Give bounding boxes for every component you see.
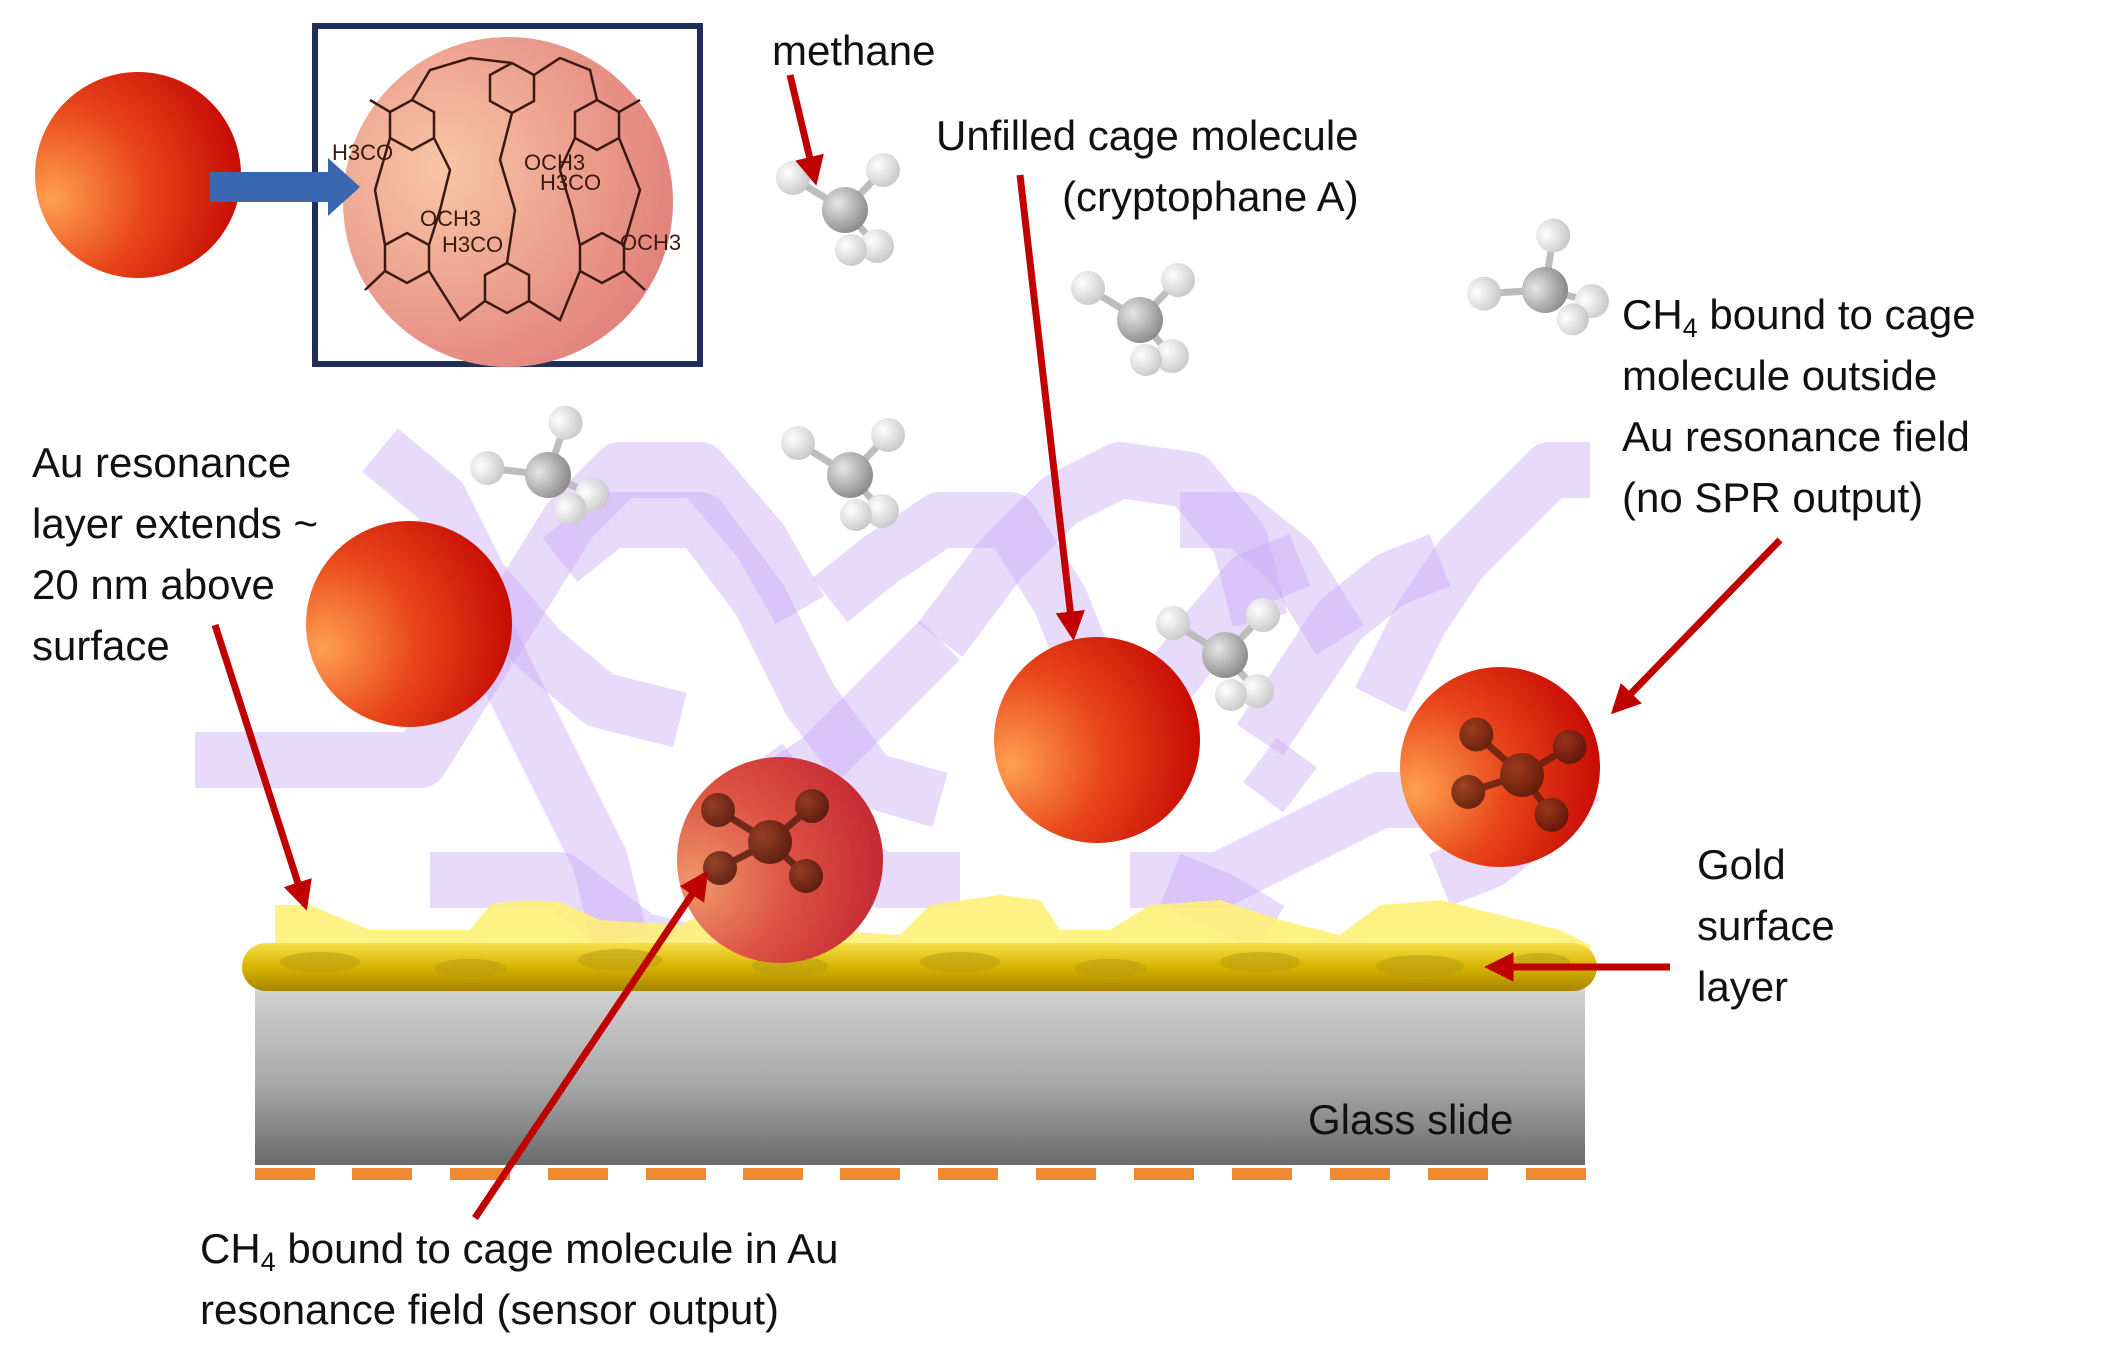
label-gold-line1: Gold	[1697, 841, 1786, 888]
label-outside-field: CH4 bound to cage molecule outside Au re…	[1622, 284, 1976, 528]
label-gold-surface: Gold surface layer	[1697, 834, 1835, 1017]
cryptophane-inset: H3CO OCH3 H3CO OCH3 H3CO OCH3	[312, 23, 703, 367]
filled-cage-in-field	[677, 757, 883, 963]
blue-arrow	[210, 158, 360, 216]
label-outside-line3: Au resonance field	[1622, 413, 1970, 460]
h3co-left: H3CO	[332, 140, 393, 165]
h3co-mid: H3CO	[540, 170, 601, 195]
label-au-line2: layer extends ~	[32, 500, 319, 547]
methane-molecule-1	[776, 153, 900, 266]
label-au-line3: 20 nm above	[32, 561, 275, 608]
label-gold-line2: surface	[1697, 902, 1835, 949]
arrow-methane	[786, 74, 824, 186]
label-unfilled-line1: Unfilled cage molecule	[936, 112, 1359, 159]
h3co-lower: H3CO	[442, 232, 503, 257]
label-outside-line2: molecule outside	[1622, 352, 1938, 399]
label-outside-line1: CH4 bound to cage	[1622, 291, 1976, 343]
unfilled-cage-molecule-sphere	[994, 637, 1200, 843]
label-bound-line2: resonance field (sensor output)	[200, 1286, 779, 1333]
och3-right: OCH3	[620, 230, 681, 255]
polymer-chains	[195, 428, 1600, 988]
electrode-stripes	[255, 1168, 1586, 1180]
label-bound-line1: CH4 bound to cage molecule in Au	[200, 1225, 839, 1277]
label-unfilled-line2: (cryptophane A)	[1062, 173, 1359, 220]
label-resonance-layer: Au resonance layer extends ~ 20 nm above…	[32, 432, 318, 676]
methane-molecule-3	[1456, 212, 1622, 376]
arrow-outside-field	[1610, 537, 1783, 715]
cage-molecule-sphere-legend	[35, 72, 241, 278]
label-methane: methane	[772, 27, 936, 74]
arrow-resonance-layer	[211, 623, 312, 911]
label-glass-slide: Glass slide	[1308, 1096, 1514, 1143]
annotation-arrows	[211, 74, 1783, 1220]
label-unfilled-cage: Unfilled cage molecule (cryptophane A)	[936, 105, 1359, 227]
label-au-line4: surface	[32, 622, 170, 669]
och3-lower: OCH3	[420, 206, 481, 231]
label-outside-line4: (no SPR output)	[1622, 474, 1924, 521]
label-in-field: CH4 bound to cage molecule in Au resonan…	[200, 1218, 838, 1340]
label-gold-line3: layer	[1697, 963, 1789, 1010]
methane-molecule-2	[1071, 263, 1195, 376]
filled-cage-outside-field	[1400, 667, 1600, 867]
arrow-unfilled-cage	[1016, 174, 1085, 641]
cryptophane-atom-labels: H3CO OCH3 H3CO OCH3 H3CO OCH3	[332, 140, 681, 257]
label-au-line1: Au resonance	[32, 439, 292, 486]
methane-molecule-5	[781, 418, 905, 531]
arrow-in-field	[472, 870, 709, 1220]
glass-slide	[255, 985, 1585, 1165]
cryptophane-structure	[364, 56, 646, 322]
cage-molecule-sphere-high	[306, 521, 512, 727]
och3-top: OCH3	[524, 150, 585, 175]
